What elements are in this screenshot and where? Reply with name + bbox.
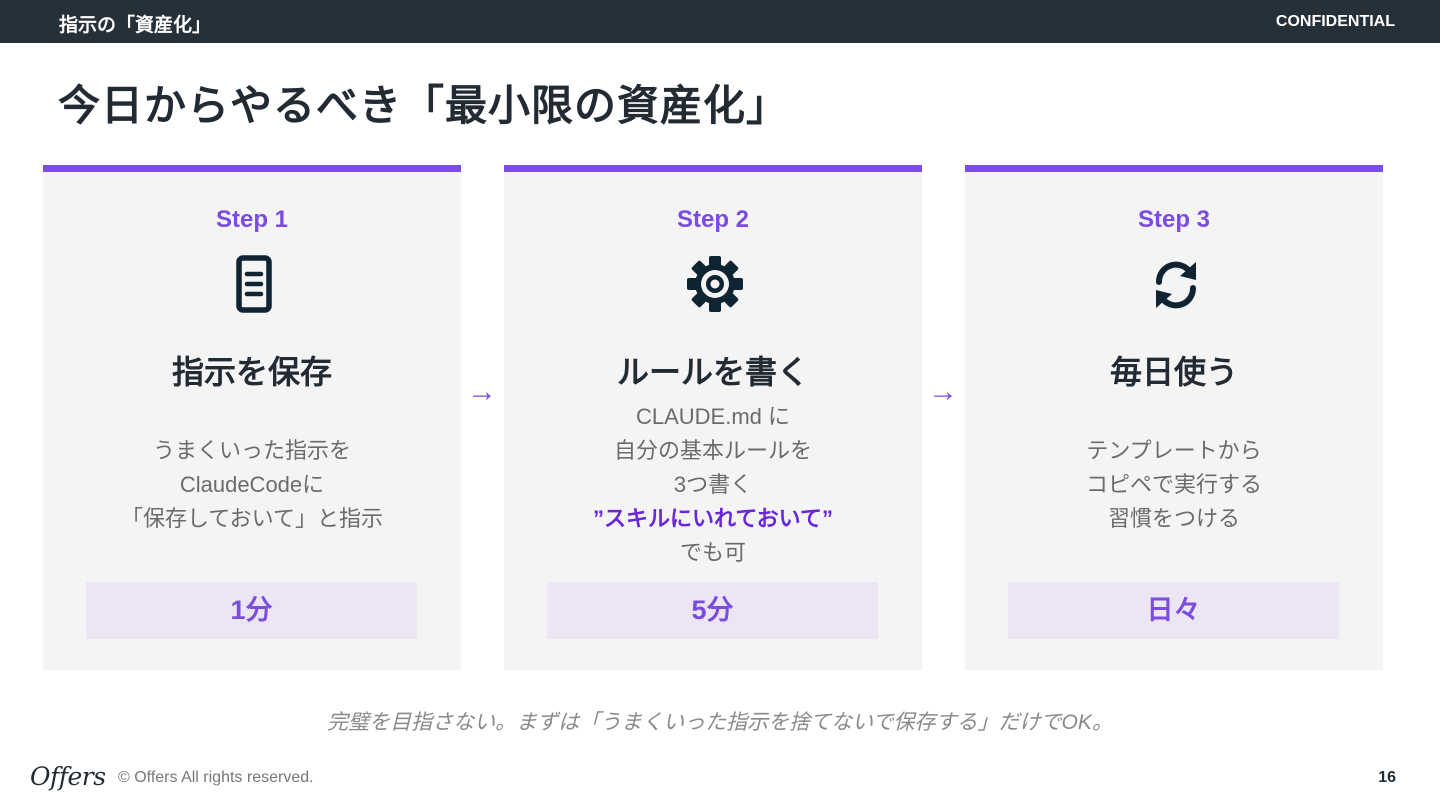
time-badge: 日々: [1008, 582, 1339, 639]
confidential-label: CONFIDENTIAL: [1275, 13, 1395, 30]
step-card-3: Step 3 毎日使う テンプレートから コピペで実行する 習慣をつける 日々: [965, 165, 1383, 670]
arrow-right-icon: →: [467, 375, 497, 408]
time-badge: 5分: [547, 582, 878, 639]
step-description: CLAUDE.md に 自分の基本ルールを 3つ書く ”スキルにいれておいて” …: [504, 400, 922, 570]
step-heading: 毎日使う: [1109, 354, 1238, 390]
description-line: でも可: [679, 540, 746, 565]
description-line: ClaudeCodeに: [179, 472, 325, 497]
step-card-1: Step 1 指示を保存 うまくいった指示を ClaudeCodeに 「保存して…: [43, 165, 461, 670]
time-badge: 1分: [86, 582, 417, 639]
copyright: © Offers All rights reserved.: [118, 769, 314, 786]
offers-logo: Offers: [30, 762, 106, 791]
step-label: Step 1: [215, 206, 289, 233]
page-number: 16: [1378, 769, 1396, 786]
step-description: テンプレートから コピペで実行する 習慣をつける: [965, 434, 1383, 536]
description-line: 自分の基本ルールを: [613, 438, 812, 463]
description-line: 3つ書く: [673, 472, 753, 497]
top-bar: 指示の「資産化」 CONFIDENTIAL: [0, 0, 1440, 43]
arrow-right-icon: →: [928, 375, 958, 408]
step-label: Step 2: [676, 206, 750, 233]
step-card-2: Step 2 ルールを書く CLAUDE.md に 自分の基本ルールを 3つ書く…: [504, 165, 922, 670]
step-description: うまくいった指示を ClaudeCodeに 「保存しておいて」と指示: [43, 434, 461, 536]
slide-title: 今日からやるべき「最小限の資産化」: [58, 82, 790, 129]
description-line: テンプレートから: [1086, 438, 1262, 463]
step-label: Step 3: [1137, 206, 1211, 233]
description-line: コピペで実行する: [1085, 472, 1262, 497]
description-line: 「保存しておいて」と指示: [120, 506, 384, 531]
document-icon: [222, 252, 286, 316]
highlight-line: ”スキルにいれておいて”: [592, 506, 834, 531]
section-title: 指示の「資産化」: [59, 15, 212, 36]
gear-icon: [683, 252, 747, 316]
refresh-icon: [1144, 252, 1208, 316]
description-line: CLAUDE.md に: [635, 404, 791, 429]
step-heading: 指示を保存: [171, 354, 332, 390]
description-line: うまくいった指示を: [152, 438, 351, 463]
footnote: 完璧を目指さない。まずは「うまくいった指示を捨てないで保存する」だけでOK。: [327, 711, 1113, 734]
description-line: 習慣をつける: [1107, 506, 1240, 531]
step-heading: ルールを書く: [616, 354, 809, 390]
